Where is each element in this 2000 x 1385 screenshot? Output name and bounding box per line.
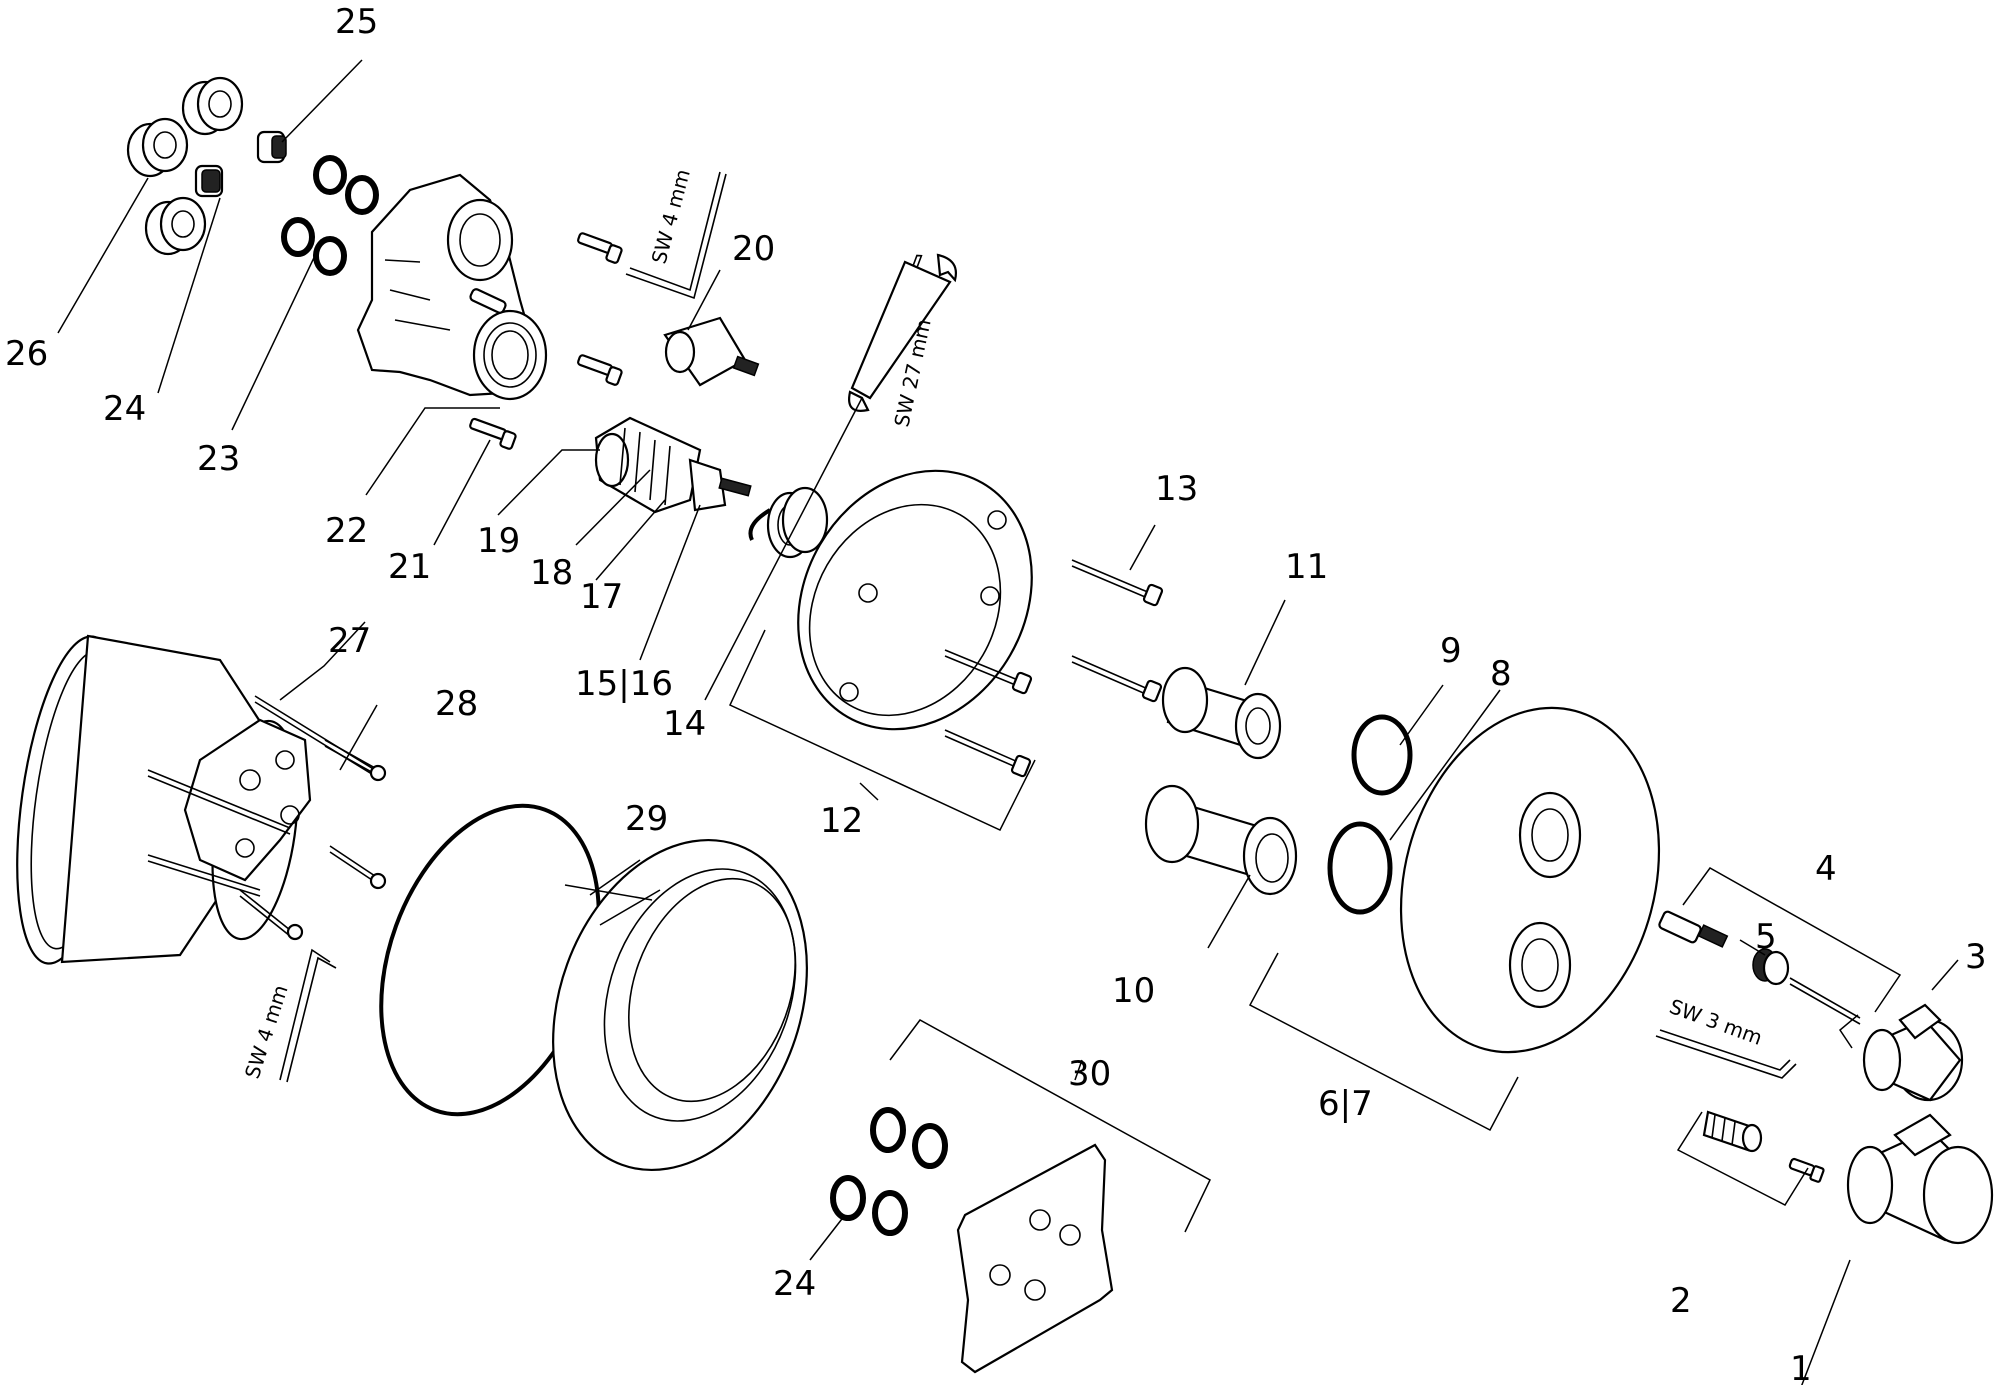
extension-10 <box>1144 784 1298 896</box>
label-part-24-top: 24 <box>103 389 146 429</box>
seal-9 <box>1351 714 1413 796</box>
screw-mid <box>577 354 623 386</box>
spindle-2 <box>1702 1110 1763 1153</box>
tool-label-sw4-left: SW 4 mm <box>240 982 293 1082</box>
cartridge-20 <box>663 316 760 387</box>
bracket-screws-28 <box>147 695 387 941</box>
label-part-19: 19 <box>477 521 520 561</box>
hex-key-sw3: SW 3 mm <box>1655 994 1797 1079</box>
mounting-bracket-27 <box>183 718 312 882</box>
circlip <box>748 508 772 541</box>
label-part-23: 23 <box>197 439 240 479</box>
hex-key-sw4-left: SW 4 mm <box>240 948 337 1083</box>
tool-label-sw4-top: SW 4 mm <box>647 167 695 267</box>
check-valve-25 <box>256 130 287 164</box>
label-part-17: 17 <box>580 577 623 617</box>
long-screw-bottom <box>944 729 1032 778</box>
label-part-18: 18 <box>530 553 573 593</box>
screw-top <box>577 232 623 264</box>
spindle-4 <box>1658 910 1729 948</box>
hex-key-sw4-top: SW 4 mm <box>625 167 727 300</box>
label-part-9: 9 <box>1440 631 1462 671</box>
cover-plate-6-7 <box>1399 706 1661 1054</box>
label-part-21: 21 <box>388 547 431 587</box>
label-part-4: 4 <box>1815 849 1837 889</box>
label-part-1: 1 <box>1790 1349 1812 1385</box>
label-part-25: 25 <box>335 2 378 42</box>
extension-11 <box>1161 666 1282 760</box>
label-part-30: 30 <box>1068 1054 1111 1094</box>
label-part-28: 28 <box>435 684 478 724</box>
label-part-6-7: 6|7 <box>1318 1084 1373 1124</box>
thermostatic-cartridge <box>594 416 752 514</box>
fitting-nut-26 <box>126 117 189 178</box>
small-screw-2 <box>1788 1157 1825 1183</box>
wrench-sw27: SW 27 mm <box>848 253 957 429</box>
label-part-29: 29 <box>625 799 668 839</box>
bush-5 <box>1752 948 1790 986</box>
fitting-nut-top <box>181 76 244 136</box>
trim-plate-12 <box>797 469 1033 731</box>
tool-label-sw3: SW 3 mm <box>1666 994 1765 1050</box>
o-rings-23 <box>281 155 379 276</box>
valve-body-22 <box>356 173 548 401</box>
label-part-8: 8 <box>1490 654 1512 694</box>
label-part-3: 3 <box>1965 937 1987 977</box>
label-part-2: 2 <box>1670 1281 1692 1321</box>
check-valve-24 <box>194 164 224 198</box>
leader-lines <box>57 59 1959 1385</box>
label-part-12: 12 <box>820 801 863 841</box>
threaded-rod <box>1789 977 1861 1025</box>
label-part-20: 20 <box>732 229 775 269</box>
label-part-26: 26 <box>5 334 48 374</box>
long-screw-mid <box>944 649 1033 695</box>
part-labels: 25 26 24 23 22 21 19 18 17 15|16 14 20 1… <box>5 2 1987 1385</box>
adapter-ring-14 <box>766 486 829 559</box>
label-part-10: 10 <box>1112 971 1155 1011</box>
label-part-27: 27 <box>328 621 371 661</box>
label-part-5: 5 <box>1755 917 1777 957</box>
handle-1 <box>1846 1113 1994 1245</box>
label-part-14: 14 <box>663 704 706 744</box>
seals-24-bottom <box>830 1107 948 1236</box>
label-part-24-bottom: 24 <box>773 1264 816 1304</box>
label-part-15-16: 15|16 <box>575 664 673 704</box>
seal-8 <box>1327 821 1393 915</box>
label-part-13: 13 <box>1155 469 1198 509</box>
long-screw-13 <box>1071 559 1164 607</box>
handle-3 <box>1862 1003 1964 1102</box>
long-screw-lower <box>1071 655 1163 703</box>
label-part-22: 22 <box>325 511 368 551</box>
fitting-nut-mid <box>144 196 207 256</box>
label-part-11: 11 <box>1285 547 1328 587</box>
mounting-plate-30 <box>956 1143 1114 1374</box>
extension-ring-29 <box>552 838 808 1172</box>
screw-21 <box>469 417 517 450</box>
